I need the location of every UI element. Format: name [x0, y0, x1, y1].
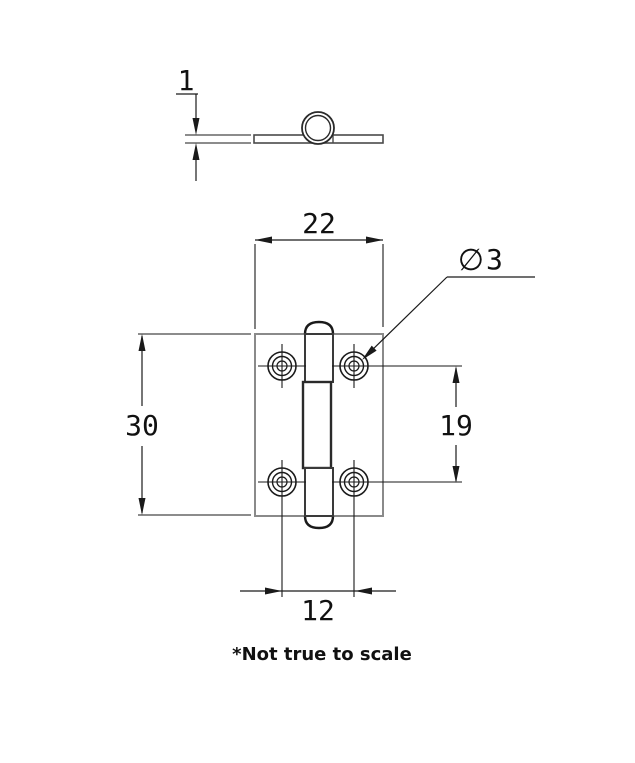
- arrowhead-up-icon: [452, 366, 460, 383]
- arrowhead-up-icon: [138, 334, 146, 351]
- dimension-thickness: 1: [176, 64, 251, 181]
- hole-circle: [343, 355, 365, 377]
- knuckle-segment-bottom: [304, 467, 334, 517]
- screw-hole-bottom-left: [258, 460, 306, 597]
- arrowhead-right-icon: [366, 236, 383, 244]
- side-profile-view: 1: [176, 64, 384, 181]
- countersink-circle: [339, 351, 369, 381]
- knuckle-barrel-inner: [304, 114, 332, 142]
- hole-circle: [343, 471, 365, 493]
- knuckle-top-dome: [303, 320, 335, 335]
- countersink-circle: [267, 351, 297, 381]
- hole-diameter-callout: ∅ 3: [362, 243, 535, 360]
- countersink-circle: [267, 467, 297, 497]
- knuckle-bottom-dome: [303, 515, 335, 530]
- dimension-width-value: 22: [302, 207, 336, 240]
- pilot-circle: [348, 360, 360, 372]
- hole-circle: [271, 471, 293, 493]
- arrowhead-right-icon: [265, 587, 282, 595]
- dimension-hole-pitch-vertical-value: 19: [439, 409, 473, 442]
- scale-note: *Not true to scale: [232, 644, 412, 665]
- hole-diameter-value: 3: [486, 243, 503, 276]
- knuckle-segment-top: [304, 333, 334, 383]
- diameter-symbol-icon: ∅: [458, 243, 484, 278]
- pilot-circle: [276, 476, 288, 488]
- dimension-thickness-value: 1: [178, 64, 195, 97]
- front-view: [254, 320, 462, 597]
- dimension-hole-pitch-vertical: 19: [439, 366, 473, 483]
- arrowhead-down-icon: [452, 466, 460, 483]
- arrowhead-left-icon: [355, 587, 372, 595]
- dimension-width: 22: [254, 207, 384, 329]
- arrowhead-down-icon: [138, 498, 146, 515]
- leader-line: [365, 276, 448, 357]
- screw-hole-top-right: [332, 344, 462, 388]
- screw-hole-bottom-right: [332, 460, 462, 597]
- arrowhead-up-icon: [192, 143, 200, 160]
- arrowhead-diagonal-icon: [362, 345, 377, 360]
- dimension-hole-pitch-horizontal: 12: [240, 587, 396, 627]
- screw-hole-top-left: [258, 344, 306, 388]
- knuckle-segment-middle: [301, 380, 333, 470]
- dimension-height-value: 30: [125, 409, 159, 442]
- arrowhead-left-icon: [255, 236, 272, 244]
- dimension-hole-pitch-horizontal-value: 12: [301, 594, 335, 627]
- pilot-circle: [348, 476, 360, 488]
- dimension-height: 30: [125, 333, 251, 516]
- hole-circle: [271, 355, 293, 377]
- knuckle-barrel-outer: [301, 111, 335, 145]
- pilot-circle: [276, 360, 288, 372]
- countersink-circle: [339, 467, 369, 497]
- arrowhead-down-icon: [192, 118, 200, 135]
